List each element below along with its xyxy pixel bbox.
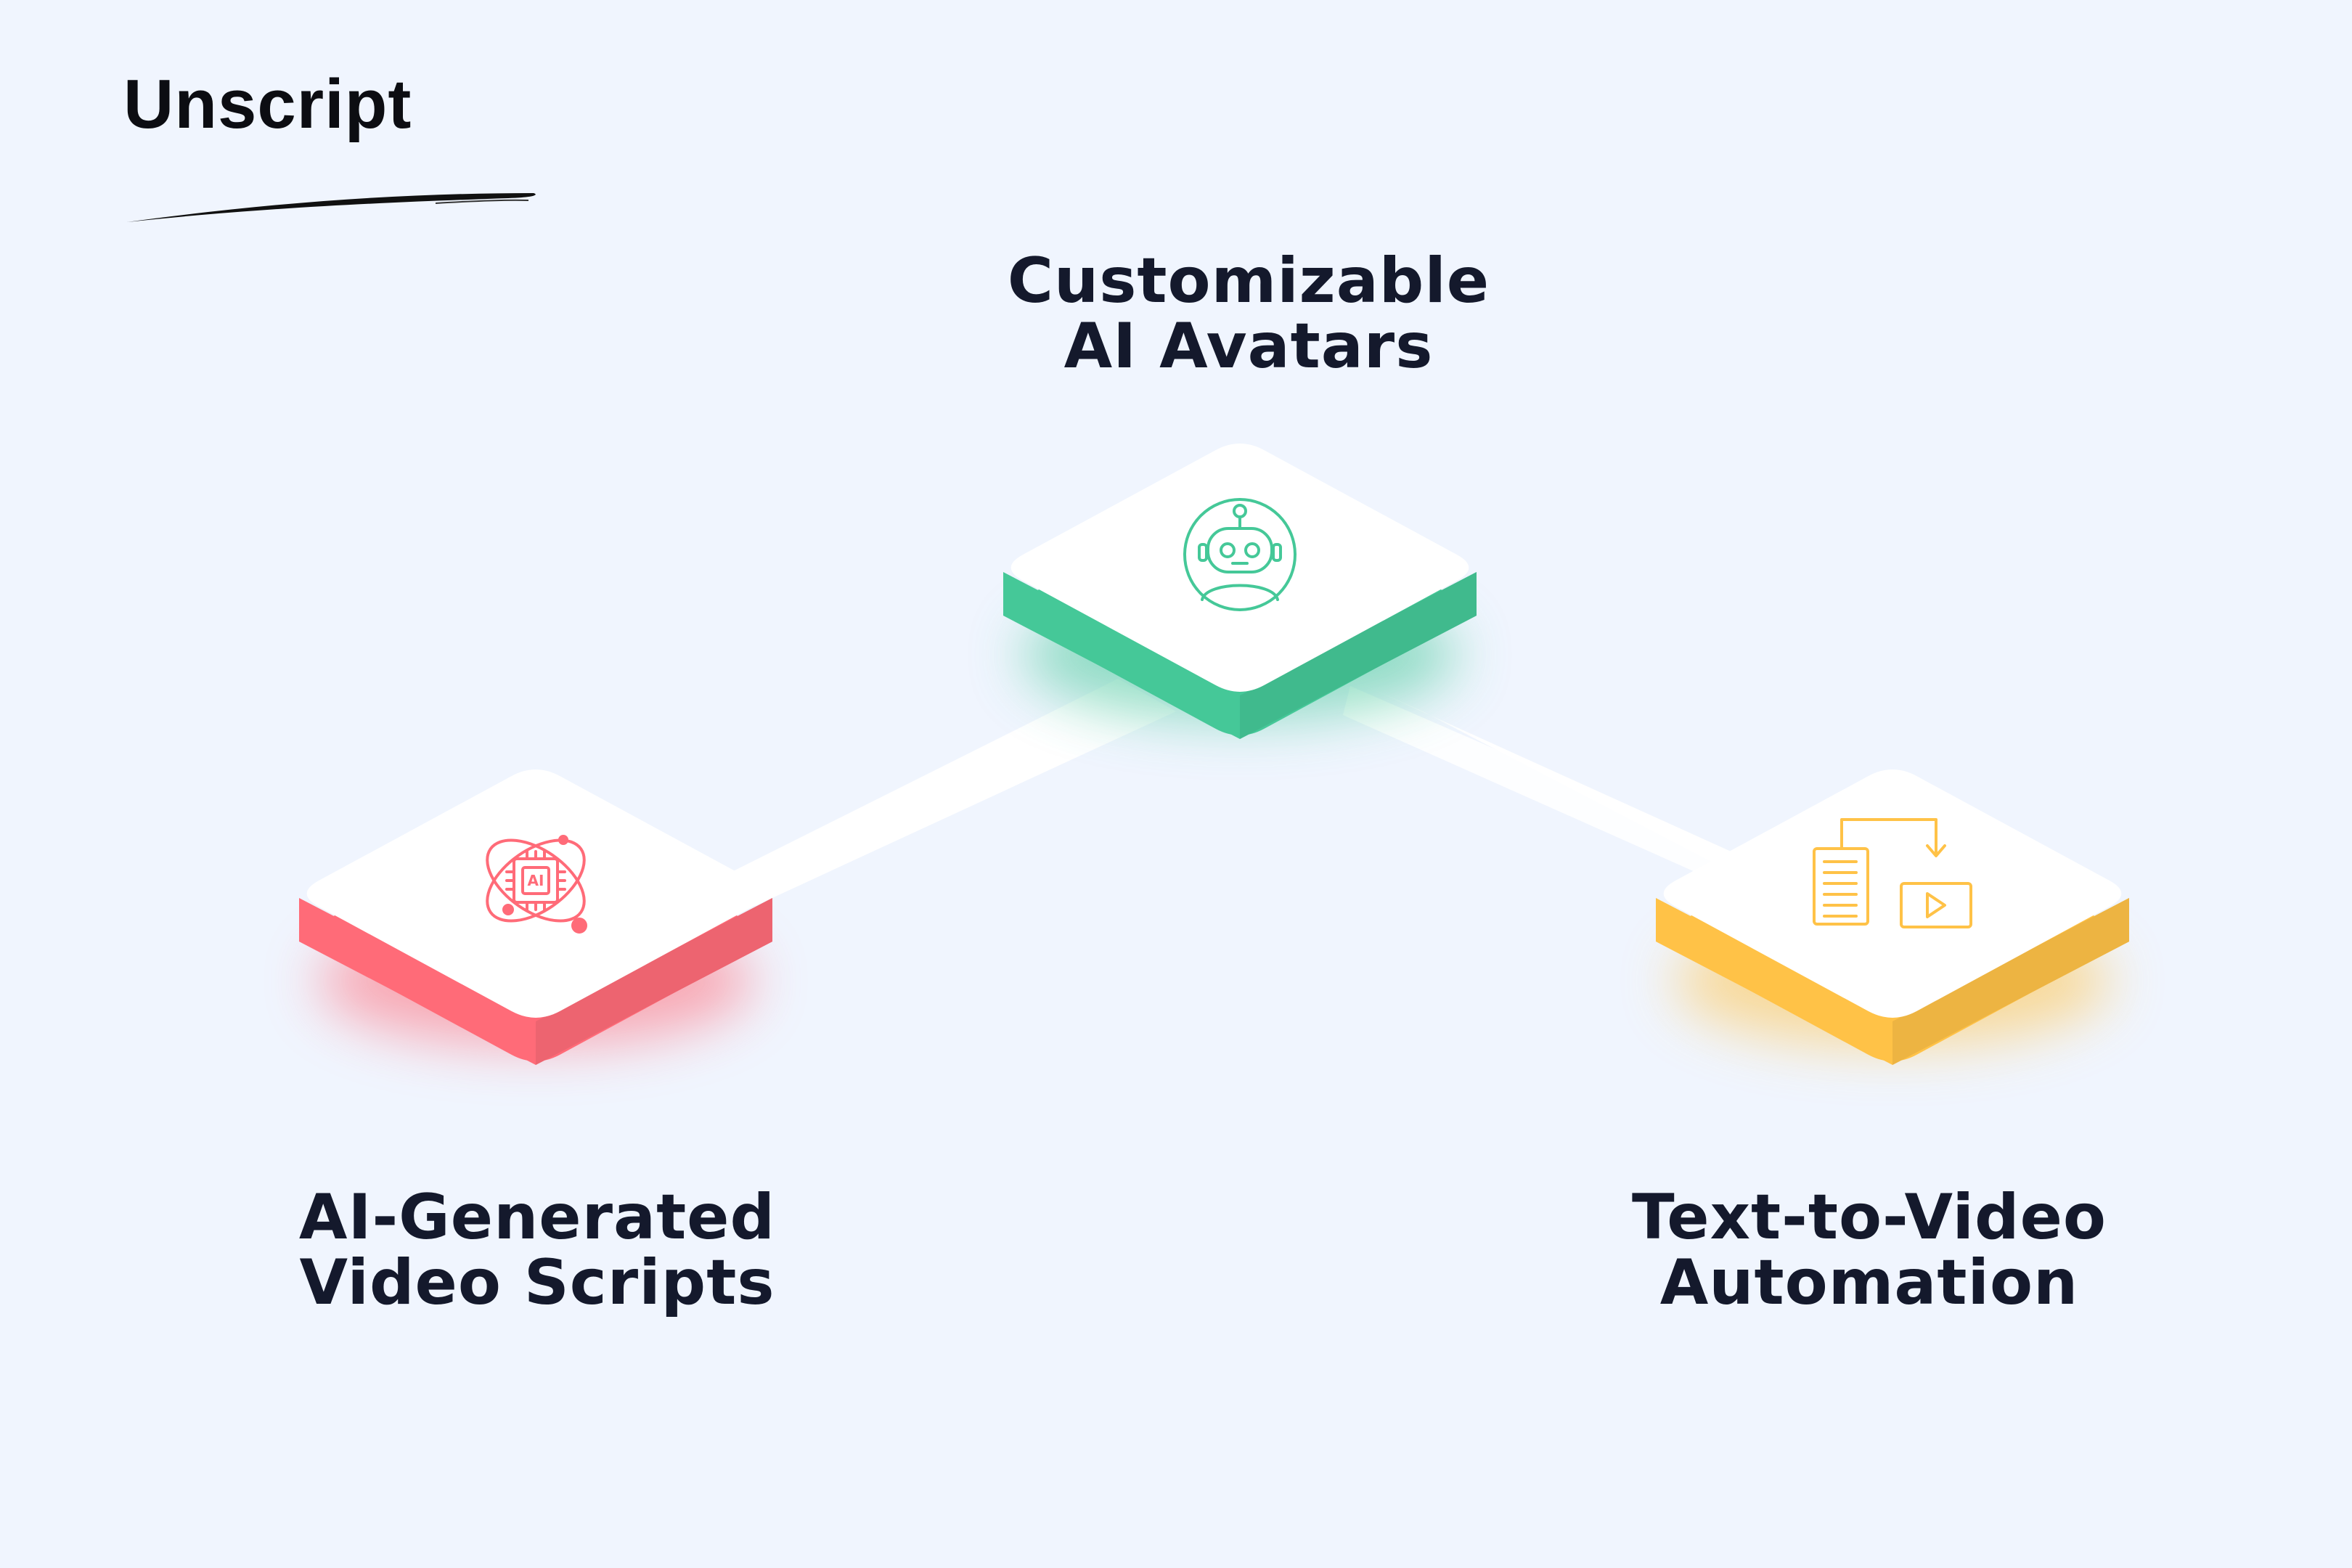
- label-avatars: Customizable AI Avatars: [987, 248, 1510, 379]
- tile-automation: [1656, 769, 2129, 1065]
- svg-text:AI: AI: [528, 872, 544, 889]
- brand-underline: [127, 193, 536, 222]
- label-scripts: AI-Generated Video Scripts: [276, 1185, 799, 1315]
- brand-logo-text: Unscript: [123, 65, 412, 143]
- tile-band-shade-avatars: [1240, 572, 1477, 739]
- label-avatars-line1: Customizable: [1007, 245, 1490, 317]
- document-to-video-icon: [1813, 818, 1972, 928]
- label-automation: Text-to-Video Automation: [1608, 1185, 2131, 1315]
- tile-top-automation: [1663, 769, 2122, 1018]
- label-automation-line1: Text-to-Video: [1632, 1181, 2107, 1254]
- ai-atom-chip-icon: AI: [486, 835, 587, 934]
- robot-avatar-icon: [1183, 498, 1297, 611]
- connector-scripts-to-avatars: [719, 679, 1176, 906]
- label-scripts-line1: AI-Generated: [298, 1181, 776, 1254]
- label-automation-line2: Automation: [1659, 1246, 2079, 1319]
- label-avatars-line2: AI Avatars: [1063, 310, 1434, 383]
- tile-band-shade-scripts: [536, 898, 772, 1065]
- tile-top-avatars: [1010, 444, 1469, 692]
- connector-avatars-to-automation: [1343, 682, 1771, 893]
- tile-avatars: [1003, 444, 1477, 739]
- tile-band-shade-automation: [1892, 898, 2129, 1065]
- label-scripts-line2: Video Scripts: [299, 1246, 775, 1319]
- tile-scripts: AI: [299, 769, 772, 1065]
